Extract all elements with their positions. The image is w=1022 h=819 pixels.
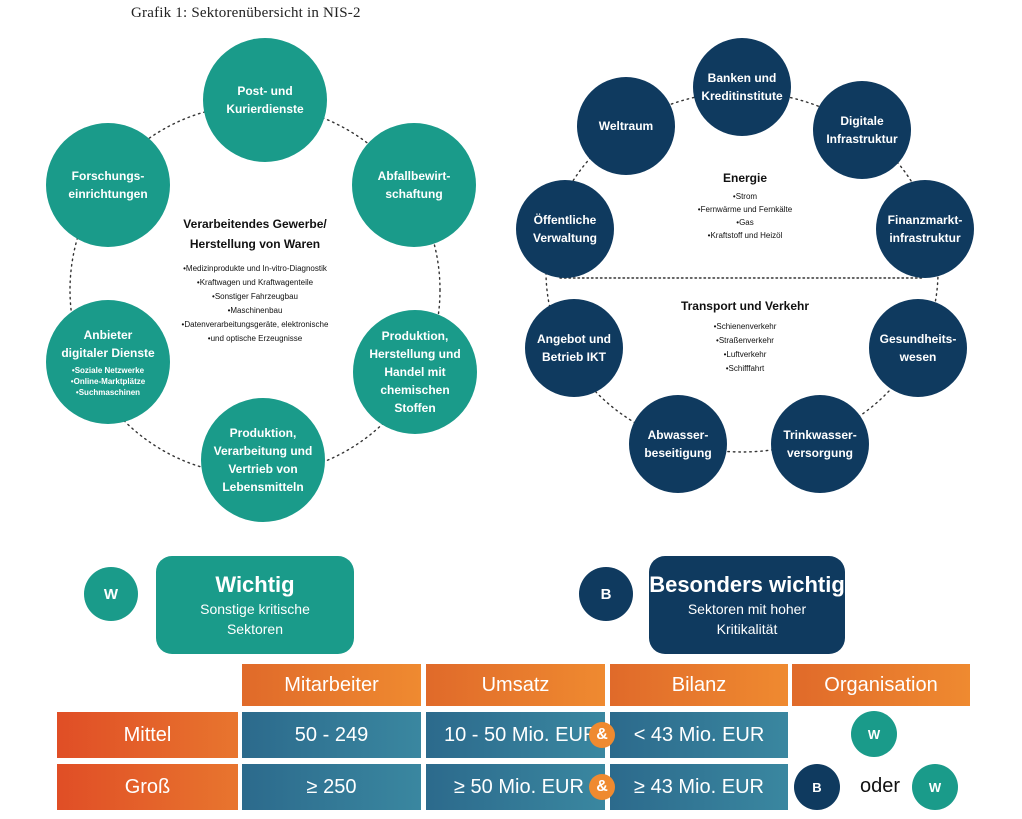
node-oeffentliche-verwaltung: Öffentliche Verwaltung — [516, 180, 614, 278]
header-bilanz: Bilanz — [610, 664, 788, 706]
figure-title: Grafik 1: Sektorenübersicht in NIS-2 — [131, 5, 361, 21]
legend-wichtig-subtitle: Sonstige kritische Sektoren — [200, 601, 310, 637]
gross-bilanz: ≥ 43 Mio. EUR — [610, 764, 788, 810]
legend-besonders-wichtig-title: Besonders wichtig — [649, 572, 845, 597]
verarbeitendes-gewerbe-list: Medizinprodukte und In-vitro-Diagnostik … — [150, 262, 360, 346]
mittel-bilanz: < 43 Mio. EUR — [610, 712, 788, 758]
gross-org-b-badge: B — [794, 764, 840, 810]
gross-and-badge: & — [589, 774, 615, 800]
node-ikt: Angebot und Betrieb IKT — [525, 299, 623, 397]
node-finanzmarktinfrastruktur: Finanzmarkt- infrastruktur — [876, 180, 974, 278]
gross-org-w-badge: W — [912, 764, 958, 810]
gross-umsatz: ≥ 50 Mio. EUR — [426, 764, 605, 810]
legend-besonders-wichtig-subtitle: Sektoren mit hoher Kritikalität — [687, 601, 807, 637]
mittel-mitarbeiter: 50 - 249 — [242, 712, 421, 758]
row-label-mittel: Mittel — [57, 712, 238, 758]
digitale-dienste-list: Soziale Netzwerke Online-Marktplätze Suc… — [71, 365, 146, 398]
node-weltraum: Weltraum — [577, 77, 675, 175]
node-lebensmittel: Produktion, Verarbeitung und Vertrieb vo… — [201, 398, 325, 522]
transport-block: Transport und Verkehr Schienenverkehr St… — [655, 296, 835, 376]
legend-wichtig-title: Wichtig — [215, 572, 295, 597]
node-chemische-stoffen: Produktion, Herstellung und Handel mit c… — [353, 310, 477, 434]
legend-wichtig-box: Wichtig Sonstige kritische Sektoren — [156, 556, 354, 654]
left-ring — [69, 104, 441, 476]
node-digitale-infrastruktur: Digitale Infrastruktur — [813, 81, 911, 179]
list-continuation: und optische Erzeugnisse — [150, 332, 360, 346]
energie-heading: Energie — [722, 171, 767, 185]
node-post-kurierdienste: Post- und Kurierdienste — [203, 38, 327, 162]
mittel-and-badge: & — [589, 722, 615, 748]
transport-heading: Transport und Verkehr — [680, 299, 810, 313]
verarbeitendes-gewerbe-heading: Verarbeitendes Gewerbe/ Herstellung von … — [183, 217, 327, 251]
node-abwasserbeseitigung: Abwasser- beseitigung — [629, 395, 727, 493]
node-trinkwasserversorgung: Trinkwasser- versorgung — [771, 395, 869, 493]
header-mitarbeiter: Mitarbeiter — [242, 664, 421, 706]
legend-b-badge: B — [579, 567, 633, 621]
legend-w-badge: W — [84, 567, 138, 621]
legend-besonders-wichtig-box: Besonders wichtig Sektoren mit hoher Kri… — [649, 556, 845, 654]
gross-mitarbeiter: ≥ 250 — [242, 764, 421, 810]
node-gesundheitswesen: Gesundheits- wesen — [869, 299, 967, 397]
gross-oder-text: oder — [860, 775, 901, 797]
header-umsatz: Umsatz — [426, 664, 605, 706]
mittel-umsatz: 10 - 50 Mio. EUR — [426, 712, 605, 758]
energie-list: Strom Fernwärme und Fernkälte Gas Krafts… — [660, 190, 830, 242]
row-label-gross: Groß — [57, 764, 238, 810]
mittel-org-w-badge: W — [851, 711, 897, 757]
transport-list: Schienenverkehr Straßenverkehr Luftverke… — [655, 320, 835, 376]
header-organisation: Organisation — [792, 664, 970, 706]
node-abfallbewirtschaftung: Abfallbewirt- schaftung — [352, 123, 476, 247]
node-banken: Banken und Kreditinstitute — [693, 38, 791, 136]
left-center-block: Verarbeitendes Gewerbe/ Herstellung von … — [150, 214, 360, 346]
energie-block: Energie Strom Fernwärme und Fernkälte Ga… — [660, 168, 830, 242]
node-forschungseinrichtungen: Forschungs- einrichtungen — [46, 123, 170, 247]
